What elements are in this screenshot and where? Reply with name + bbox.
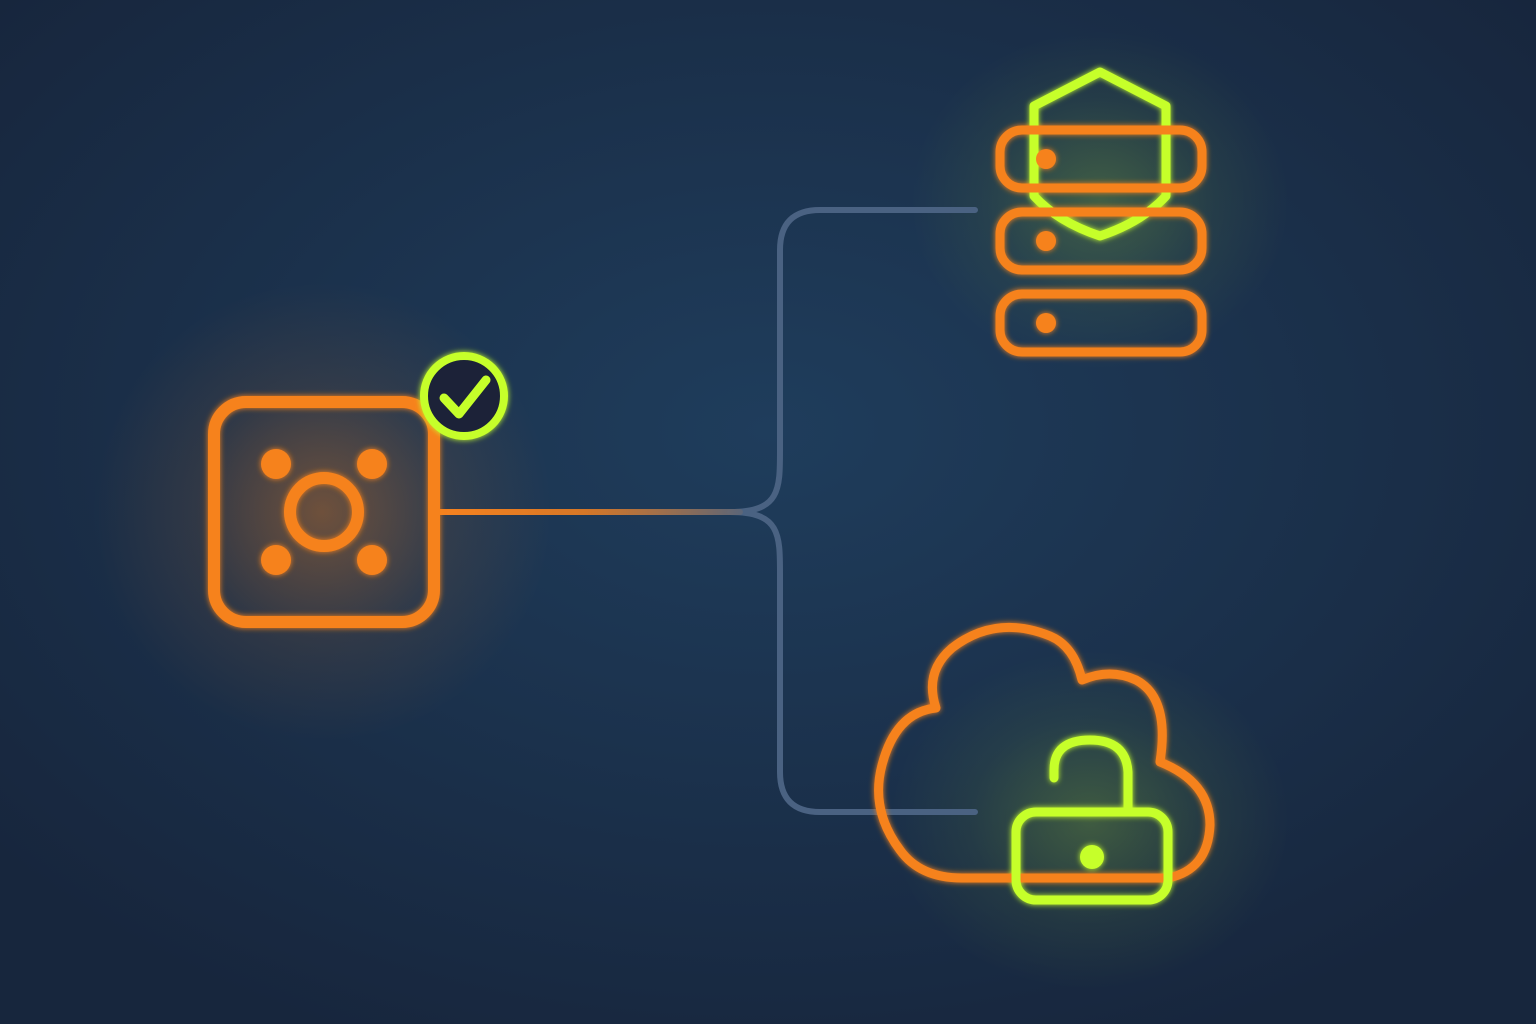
edge-source-cloud — [727, 509, 978, 815]
server-unit — [995, 289, 1207, 357]
server-led — [1036, 313, 1056, 333]
server-stack-icon — [995, 125, 1207, 357]
cloud-node — [874, 622, 1215, 905]
hub-dot — [261, 545, 291, 575]
padlock-shackle — [1049, 735, 1133, 817]
hub-dot — [357, 449, 387, 479]
server-unit — [995, 207, 1207, 275]
cloud-glow — [890, 650, 1290, 990]
connector-lines — [437, 207, 978, 815]
shield-icon — [1029, 67, 1171, 241]
hub-dot — [357, 545, 387, 575]
check-circle-icon — [420, 352, 508, 440]
server-led — [1036, 231, 1056, 251]
checkmark — [439, 375, 491, 419]
database-node — [995, 67, 1207, 357]
hub-center-ring — [284, 472, 364, 552]
server-led — [1036, 149, 1056, 169]
database-glow — [910, 30, 1290, 370]
source-node — [208, 396, 440, 628]
edge-source-database — [727, 207, 978, 515]
server-unit — [995, 125, 1207, 193]
hub-dot — [261, 449, 291, 479]
padlock-keyhole — [1080, 845, 1104, 869]
padlock-body — [1011, 807, 1173, 905]
unlocked-padlock-icon — [1011, 735, 1173, 905]
cloud-icon — [874, 622, 1215, 883]
device-hub-icon — [208, 396, 440, 628]
